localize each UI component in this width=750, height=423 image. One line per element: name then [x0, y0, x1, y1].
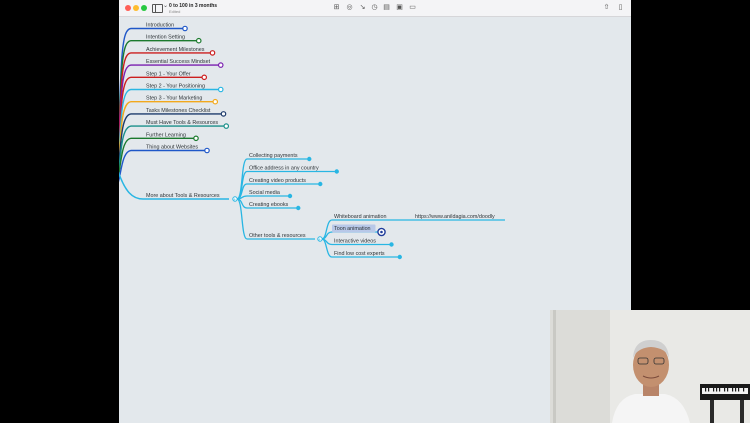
- zoom-button[interactable]: [141, 5, 147, 11]
- check-circle-icon[interactable]: ◎: [346, 4, 353, 11]
- subtopic-social-media[interactable]: Social media: [249, 190, 280, 196]
- topic-intention-setting[interactable]: Intention Setting: [146, 35, 185, 41]
- plus-icon: +: [233, 197, 236, 202]
- expand-toggle-icon[interactable]: [204, 147, 210, 154]
- chevron-down-icon[interactable]: ⌄: [163, 3, 169, 9]
- topic-connector-thing-about-websites: [119, 149, 205, 183]
- child-connector-other-tools: [236, 198, 315, 240]
- topic-achievement-milestones[interactable]: Achievement Milestones: [146, 47, 205, 53]
- topic-step-2-your-positioning[interactable]: Step 2 - Your Positioning: [146, 84, 205, 90]
- topic-step-1-your-offer[interactable]: Step 1 - Your Offer: [146, 71, 191, 77]
- expand-toggle-icon[interactable]: [307, 156, 312, 162]
- topic-must-have-tools-resources[interactable]: Must Have Tools & Resources: [146, 120, 218, 126]
- plus-icon: +: [318, 237, 321, 242]
- topic-connector-further-learning: [119, 137, 194, 179]
- note-icon[interactable]: ▤: [383, 4, 390, 11]
- topic-connector-step-3-your-marketing: [119, 101, 214, 167]
- presenter-video: [550, 310, 750, 423]
- grid-icon[interactable]: ⊞: [333, 4, 340, 11]
- expand-toggle-icon[interactable]: [212, 98, 219, 105]
- presentation-icon[interactable]: ▭: [409, 4, 416, 11]
- document-status: Edited: [169, 9, 181, 14]
- link-doodly-url[interactable]: https://www.anildagia.com/doodly: [415, 214, 495, 220]
- subtopic-creating-ebooks[interactable]: Creating ebooks: [249, 202, 289, 208]
- expand-toggle-icon[interactable]: [217, 62, 224, 68]
- image-icon[interactable]: ▣: [396, 4, 403, 11]
- close-button[interactable]: [125, 5, 131, 11]
- expand-toggle-icon[interactable]: [182, 25, 188, 32]
- topic-tasks-milestones-checklist[interactable]: Tasks Milestones Checklist: [146, 108, 211, 114]
- webcam-overlay: [550, 310, 750, 423]
- sidebar-toggle-icon[interactable]: [152, 4, 163, 13]
- mindmap-window: ⌄ 0 to 100 in 3 months Edited ⊞ ◎ ↘ ◷ ▤ …: [119, 0, 631, 423]
- topic-introduction[interactable]: Introduction: [146, 23, 174, 29]
- topic-connector-step-2-your-positioning: [119, 88, 219, 163]
- child-connector-find-low-cost-experts: [321, 238, 398, 258]
- topic-connector-essential-success-mindset: [119, 64, 219, 156]
- selection-highlight: [332, 224, 376, 233]
- expand-toggle-icon[interactable]: [223, 123, 230, 129]
- expand-toggle-icon[interactable]: [334, 169, 339, 174]
- subtopic-whiteboard-animation[interactable]: Whiteboard animation: [334, 214, 386, 220]
- topic-connector-achievement-milestones: [119, 52, 211, 152]
- child-connector-social-media: [236, 195, 288, 200]
- topic-connector-introduction: [119, 27, 183, 144]
- cursor-dot-icon: [380, 230, 383, 234]
- expand-toggle-icon[interactable]: [209, 50, 216, 56]
- expand-toggle-icon[interactable]: [195, 37, 202, 44]
- clock-icon[interactable]: ◷: [371, 4, 378, 11]
- topic-further-learning[interactable]: Further Learning: [146, 132, 186, 138]
- connect-icon[interactable]: ↘: [359, 4, 366, 11]
- more-tools-connector: [119, 171, 229, 200]
- minimize-button[interactable]: [133, 5, 139, 11]
- topic-connector-intention-setting: [119, 40, 197, 148]
- topic-step-3-your-marketing[interactable]: Step 3 - Your Marketing: [146, 96, 202, 102]
- expand-toggle-icon[interactable]: [220, 111, 227, 117]
- topic-thing-about-websites[interactable]: Thing about Websites: [146, 145, 198, 151]
- expand-toggle-icon[interactable]: [296, 205, 301, 211]
- subtopic-interactive-videos[interactable]: Interactive videos: [334, 239, 376, 245]
- inspector-icon[interactable]: ▯: [618, 4, 623, 11]
- expand-toggle-icon[interactable]: [397, 254, 402, 260]
- subtopic-office-address-in-any-country[interactable]: Office address in any country: [249, 166, 319, 172]
- expand-toggle-icon[interactable]: [201, 74, 208, 81]
- document-title: 0 to 100 in 3 months: [169, 3, 218, 9]
- topic-more-about-tools-resources[interactable]: More about Tools & Resources: [146, 193, 220, 199]
- subtopic-collecting-payments[interactable]: Collecting payments: [249, 153, 298, 159]
- title-bar: ⌄ 0 to 100 in 3 months Edited ⊞ ◎ ↘ ◷ ▤ …: [119, 0, 631, 17]
- expand-toggle-icon[interactable]: [217, 86, 224, 93]
- subtopic-creating-video-products[interactable]: Creating video products: [249, 178, 306, 184]
- expand-toggle-icon[interactable]: [318, 181, 323, 187]
- expand-toggle-icon[interactable]: [287, 193, 293, 199]
- subtopic-find-low-cost-experts[interactable]: Find low cost experts: [334, 251, 385, 257]
- share-icon[interactable]: ⇧: [603, 4, 610, 11]
- expand-toggle-icon[interactable]: [389, 242, 394, 247]
- expand-toggle-icon[interactable]: [193, 135, 199, 142]
- subtopic-toon-animation[interactable]: Toon animation: [334, 226, 371, 232]
- topic-connector-step-1-your-offer: [119, 76, 203, 160]
- topic-connector-tasks-milestones-checklist: [119, 113, 222, 171]
- topic-connector-must-have-tools-resources: [119, 125, 225, 175]
- topic-essential-success-mindset[interactable]: Essential Success Mindset: [146, 59, 211, 65]
- subtopic-other-tools-resources[interactable]: Other tools & resources: [249, 233, 306, 239]
